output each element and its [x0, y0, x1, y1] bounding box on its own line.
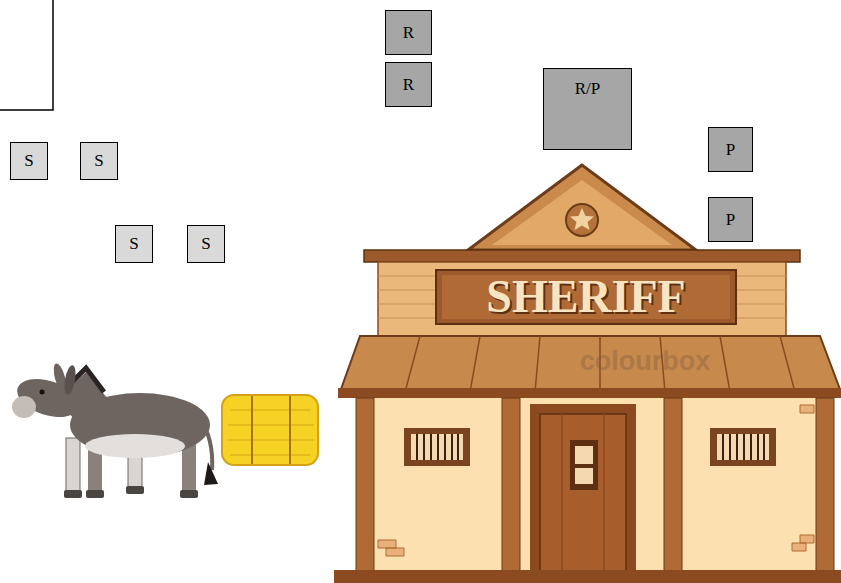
donkey-belly [85, 434, 185, 458]
star-badge [566, 204, 598, 236]
donkey-hoof [64, 490, 82, 498]
window [710, 428, 776, 466]
porch-eave [338, 388, 841, 398]
gable-face [492, 180, 672, 245]
donkey-leg [66, 438, 80, 494]
box-label: P [726, 210, 735, 230]
window-pane [717, 434, 769, 460]
wall [372, 398, 818, 572]
door-window [575, 446, 593, 464]
star-symbol [570, 208, 594, 230]
hay-twine [252, 396, 290, 464]
label-box: S [187, 225, 225, 263]
hay-strands [228, 410, 314, 455]
label-box: P [708, 197, 753, 242]
door-frame [530, 404, 636, 572]
sheriff-building [334, 165, 841, 583]
donkey-ear [62, 364, 77, 395]
window-bars [417, 434, 458, 460]
box-label: S [24, 151, 33, 171]
cornice [364, 250, 800, 262]
porch-post [664, 398, 682, 572]
window-frame [404, 428, 470, 466]
window-bars [723, 434, 764, 460]
donkey-hoof [86, 490, 104, 498]
sign-board [436, 270, 736, 324]
label-box: S [80, 142, 118, 180]
donkey-eye [40, 390, 45, 395]
hay-body [222, 395, 318, 465]
box-label: S [201, 234, 210, 254]
hay-bale [222, 395, 318, 465]
label-box: P [708, 127, 753, 172]
door-window [575, 468, 593, 484]
door-boards [562, 414, 604, 572]
box-label: R [403, 75, 414, 95]
porch-roof [340, 336, 841, 392]
box-label: R [403, 23, 414, 43]
porch-floor [334, 570, 841, 583]
facade [378, 262, 786, 336]
box-label: S [129, 234, 138, 254]
porch-post [502, 398, 520, 572]
roof-gable [468, 165, 696, 250]
porch-slats [405, 336, 795, 392]
watermark: colourbox [545, 344, 745, 378]
donkey-muzzle [12, 396, 36, 418]
donkey-illustration [12, 362, 218, 498]
label-box: R/P [543, 68, 632, 150]
sign-text: SHERIFF [436, 270, 736, 324]
partial-box [0, 0, 53, 110]
box-label: P [726, 140, 735, 160]
window-pane [411, 434, 463, 460]
label-box: R [385, 10, 432, 55]
window [404, 428, 470, 466]
porch-post [816, 398, 834, 572]
label-box: S [115, 225, 153, 263]
door-window-frame [570, 440, 598, 490]
door [540, 414, 626, 572]
donkey-hoof [126, 486, 144, 494]
porch-post [356, 398, 374, 572]
box-label: S [94, 151, 103, 171]
box-label: R/P [575, 79, 601, 99]
label-box: S [10, 142, 48, 180]
label-box: R [385, 62, 432, 107]
donkey-hoof [180, 490, 198, 498]
window-frame [710, 428, 776, 466]
donkey-tail-tuft [204, 462, 218, 485]
